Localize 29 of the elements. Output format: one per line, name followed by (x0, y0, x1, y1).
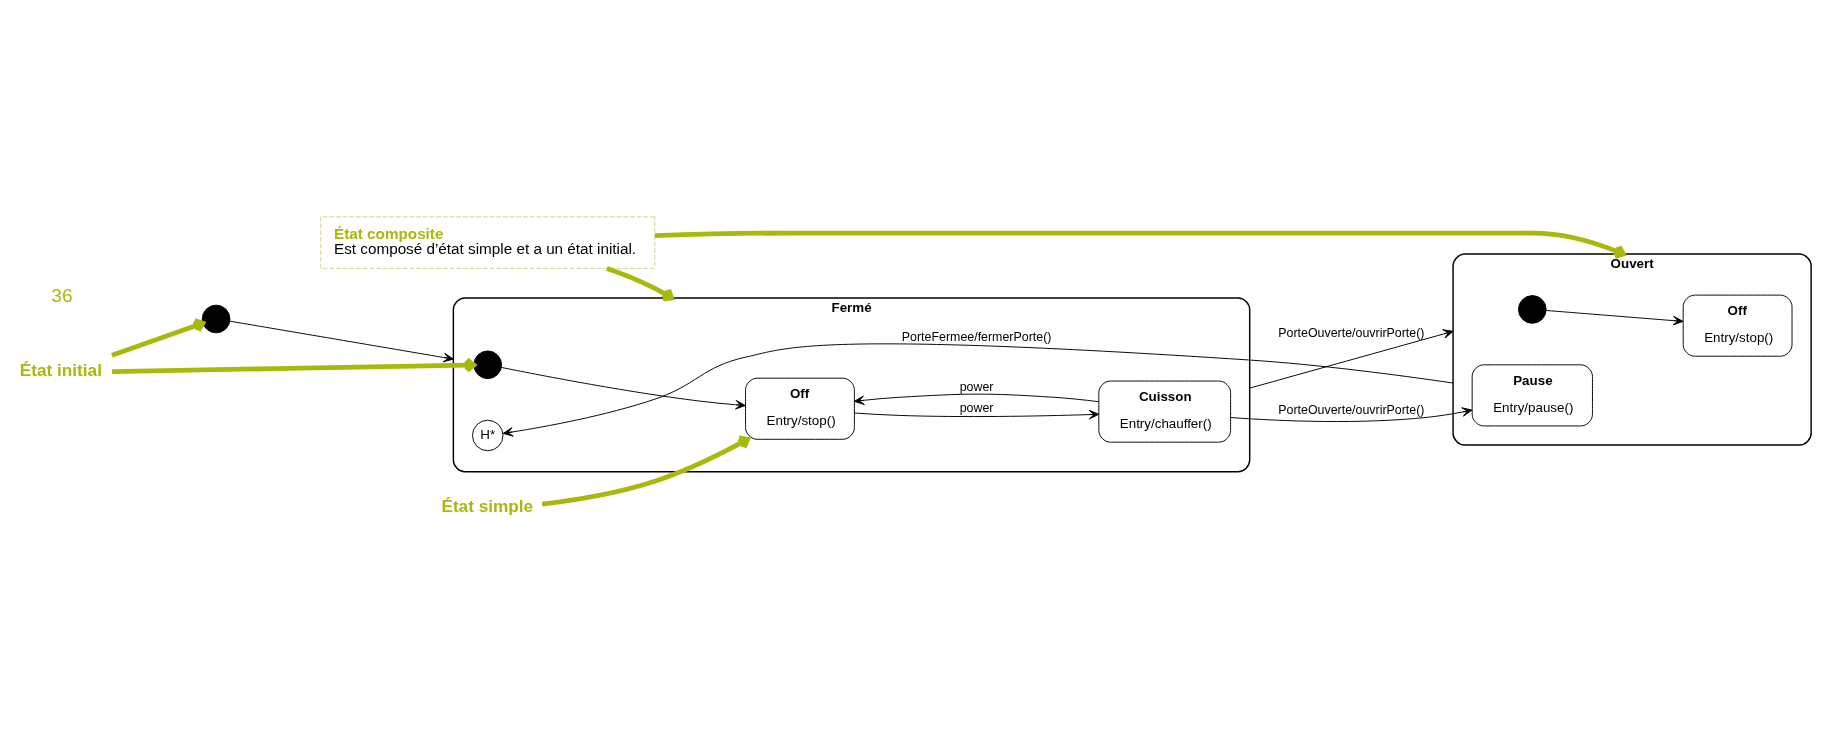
arrow (854, 409, 1100, 419)
node-box: Cuisson Entry/chauffer() (1098, 380, 1232, 443)
arrow (1249, 328, 1454, 389)
edge-label: power (959, 379, 994, 394)
label: 36 (51, 284, 73, 306)
node-text: État simple (441, 495, 534, 516)
edge-label: PorteOuverte/ouvrirPorte() (1278, 325, 1425, 340)
arrow (541, 435, 750, 507)
arrow (229, 320, 454, 362)
arrow (111, 356, 477, 374)
node-text: État initial (19, 359, 102, 380)
node-box: Off Entry/stop() (745, 377, 855, 440)
arrow (111, 317, 206, 357)
edge-label: PorteFermee/fermerPorte() (901, 329, 1052, 344)
node-box: Pause Entry/pause() (1471, 363, 1593, 426)
arrow (853, 393, 1100, 405)
arrow (501, 366, 746, 410)
arrow (1545, 309, 1684, 325)
node-circle: H* (472, 419, 504, 451)
node-box: État composite Est composé d’état simple et a un état initial. (320, 215, 656, 269)
arrow (1230, 406, 1473, 422)
node-circle (201, 304, 231, 333)
node-circle (473, 350, 503, 379)
node-box: Off Entry/stop() (1682, 294, 1793, 357)
arrow (502, 342, 1454, 437)
node-circle (1518, 294, 1547, 324)
arrow (654, 230, 1626, 259)
edge-label: PorteOuverte/ouvrirPorte() (1278, 402, 1425, 417)
edge-label: power (959, 400, 994, 415)
